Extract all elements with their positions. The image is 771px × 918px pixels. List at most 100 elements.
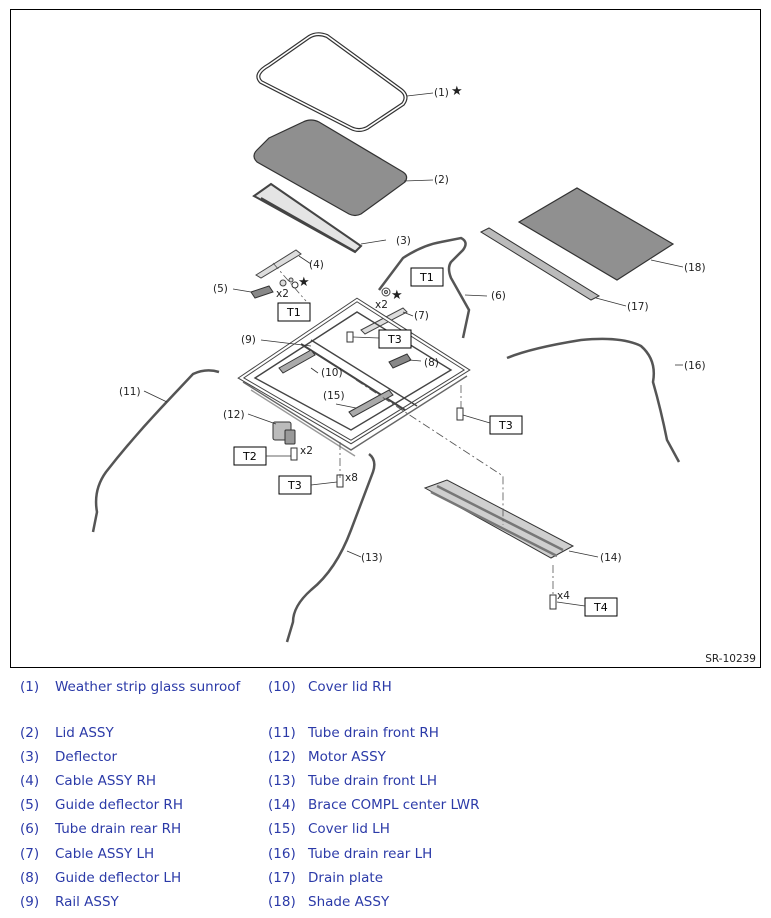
callout-labels: (1) (2) (3) (4) (5) (6) (7) (8) (9) (10)… bbox=[119, 87, 706, 564]
weather-strip-part bbox=[256, 32, 408, 132]
legend-number: (17) bbox=[268, 870, 296, 886]
star-mark: ★ bbox=[391, 288, 403, 303]
legend-name: Brace COMPL center LWR bbox=[308, 797, 480, 813]
svg-text:T3: T3 bbox=[287, 479, 302, 492]
legend-number: (11) bbox=[268, 725, 296, 741]
callout-11: (11) bbox=[119, 386, 141, 398]
guide-deflector-rh-part bbox=[250, 285, 274, 299]
legend-number: (2) bbox=[20, 725, 40, 741]
diagram-canvas: (1) (2) (3) (4) (5) (6) (7) (8) (9) (10)… bbox=[91, 32, 706, 643]
guide-deflector-lh-part bbox=[388, 353, 412, 369]
deflector-part bbox=[252, 182, 363, 254]
callout-15: (15) bbox=[323, 390, 345, 402]
legend-number: (14) bbox=[268, 797, 296, 813]
tube-drain-rear-lh-part bbox=[506, 337, 681, 463]
legend-number: (10) bbox=[268, 679, 296, 695]
legend-number: (5) bbox=[20, 797, 40, 813]
quantity-label: x2 bbox=[300, 445, 313, 457]
star-mark: ★ bbox=[298, 275, 310, 290]
callout-7: (7) bbox=[414, 310, 429, 322]
bolt-icons bbox=[290, 281, 557, 610]
quantity-label: x2 bbox=[276, 288, 289, 300]
legend-name: Tube drain rear LH bbox=[308, 846, 433, 862]
torque-box-t3: T3 bbox=[278, 475, 338, 495]
legend-name: Motor ASSY bbox=[308, 749, 386, 765]
star-mark: ★ bbox=[451, 84, 463, 99]
legend-number: (12) bbox=[268, 749, 296, 765]
callout-12: (12) bbox=[223, 409, 245, 421]
torque-boxes: T1 T1 T2 T3 T3 T3 bbox=[233, 267, 618, 617]
legend-name: Tube drain rear RH bbox=[55, 821, 182, 837]
drain-plate-part bbox=[479, 227, 601, 301]
legend-number: (4) bbox=[20, 773, 40, 789]
legend-name: Cable ASSY LH bbox=[55, 846, 155, 862]
legend-name: Drain plate bbox=[308, 870, 384, 886]
tube-drain-front-lh-part bbox=[285, 453, 376, 643]
parts-legend: (1) Weather strip glass sunroof (2) Lid … bbox=[0, 676, 771, 916]
svg-text:T1: T1 bbox=[419, 271, 434, 284]
callout-2: (2) bbox=[434, 174, 449, 186]
legend-name: Guide deflector RH bbox=[55, 797, 183, 813]
tube-drain-front-rh-part bbox=[91, 369, 220, 533]
torque-box-t2: T2 bbox=[233, 446, 291, 466]
legend-name: Deflector bbox=[55, 749, 118, 765]
motor-assy-part bbox=[272, 421, 296, 445]
callout-8: (8) bbox=[424, 357, 439, 369]
callout-17: (17) bbox=[627, 301, 649, 313]
diagram-code: SR-10239 bbox=[705, 653, 756, 665]
shade-assy-part bbox=[517, 187, 675, 281]
legend-number: (16) bbox=[268, 846, 296, 862]
cable-assy-rh-part bbox=[255, 249, 302, 287]
exploded-parts-diagram: (1) (2) (3) (4) (5) (6) (7) (8) (9) (10)… bbox=[10, 9, 761, 668]
quantity-label: x8 bbox=[345, 472, 358, 484]
callout-13: (13) bbox=[361, 552, 383, 564]
legend-name: Rail ASSY bbox=[55, 894, 119, 910]
torque-box-t3: T3 bbox=[462, 414, 523, 435]
torque-box-t1: T1 bbox=[410, 267, 444, 287]
legend-name: Tube drain front LH bbox=[308, 773, 437, 789]
callout-9: (9) bbox=[241, 334, 256, 346]
callout-14: (14) bbox=[600, 552, 622, 564]
legend-number: (9) bbox=[20, 894, 40, 910]
legend-name: Lid ASSY bbox=[55, 725, 114, 741]
torque-box-t1: T1 bbox=[277, 302, 311, 322]
callout-4: (4) bbox=[309, 259, 324, 271]
alignment-lines bbox=[272, 262, 554, 595]
legend-number: (13) bbox=[268, 773, 296, 789]
legend-number: (15) bbox=[268, 821, 296, 837]
legend-number: (8) bbox=[20, 870, 40, 886]
quantity-label: x4 bbox=[557, 590, 570, 602]
legend-number: (1) bbox=[20, 679, 40, 695]
legend-name: Guide deflector LH bbox=[55, 870, 182, 886]
torque-box-t3: T3 bbox=[352, 329, 412, 349]
legend-number: (3) bbox=[20, 749, 40, 765]
callout-10: (10) bbox=[321, 367, 343, 379]
svg-text:T3: T3 bbox=[387, 333, 402, 346]
callout-1: (1) bbox=[434, 87, 449, 99]
cable-assy-lh-part bbox=[360, 287, 408, 335]
callout-16: (16) bbox=[684, 360, 706, 372]
legend-name: Cover lid RH bbox=[308, 679, 392, 695]
cover-lid-lh-part bbox=[348, 389, 394, 418]
leader-lines bbox=[143, 92, 684, 558]
legend-name: Cover lid LH bbox=[308, 821, 390, 837]
torque-box-t4: T4 bbox=[556, 597, 618, 617]
callout-3: (3) bbox=[396, 235, 411, 247]
svg-text:T2: T2 bbox=[242, 450, 257, 463]
lid-assy-part bbox=[253, 119, 408, 217]
rail-assy-part bbox=[237, 297, 471, 457]
callout-6: (6) bbox=[491, 290, 506, 302]
svg-text:T3: T3 bbox=[498, 419, 513, 432]
brace-compl-center-lwr-part bbox=[423, 479, 575, 559]
legend-name: Cable ASSY RH bbox=[55, 773, 157, 789]
tube-drain-rear-rh-part bbox=[378, 236, 471, 339]
legend-number: (7) bbox=[20, 846, 40, 862]
legend-number: (18) bbox=[268, 894, 296, 910]
callout-18: (18) bbox=[684, 262, 706, 274]
legend-name: Tube drain front RH bbox=[308, 725, 439, 741]
quantity-label: x2 bbox=[375, 299, 388, 311]
svg-text:T4: T4 bbox=[593, 601, 608, 614]
legend-name: Shade ASSY bbox=[308, 894, 390, 910]
legend-number: (6) bbox=[20, 821, 40, 837]
svg-text:T1: T1 bbox=[286, 306, 301, 319]
